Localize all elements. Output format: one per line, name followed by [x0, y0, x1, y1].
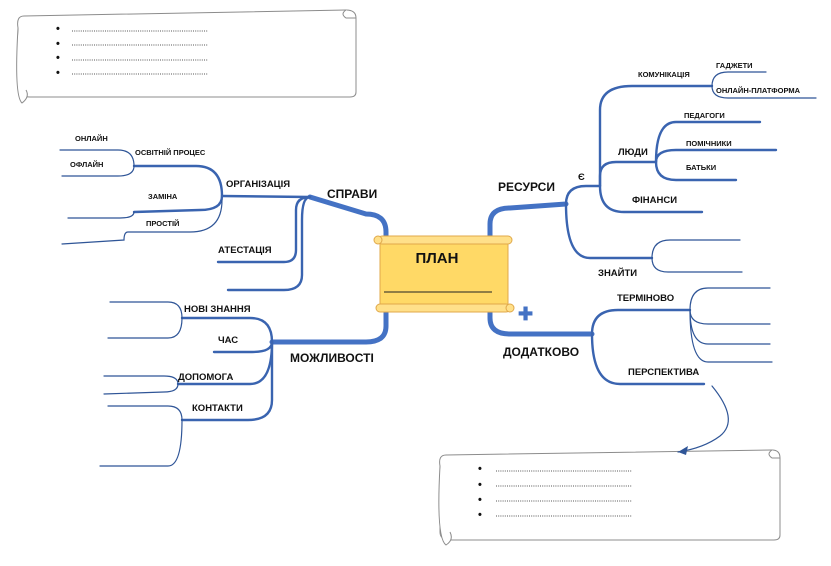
- label-osvitnii-proces: ОСВІТНІЙ ПРОЦЕС: [135, 148, 206, 157]
- line-osv-proces: [132, 164, 224, 198]
- center-node: ПЛАН: [373, 235, 515, 313]
- leaf-batky: [654, 160, 738, 182]
- line-empty: [226, 195, 312, 292]
- leaf-line: [107, 317, 183, 339]
- bullet: •: [56, 52, 60, 64]
- leaf-line: [711, 85, 817, 99]
- leaf-line: [109, 301, 183, 319]
- leaf-line: [711, 71, 767, 87]
- branch-spravy: [307, 194, 389, 243]
- line-komunikacia: [598, 84, 714, 188]
- leaf-line: [103, 375, 179, 385]
- bullet: •: [56, 38, 60, 50]
- label-chas: ЧАС: [218, 335, 238, 346]
- leaf-line: [103, 383, 179, 395]
- top-left-note: • • • •: [16, 9, 357, 104]
- branch-resursy: [487, 201, 569, 243]
- label-terminovo: ТЕРМІНОВО: [617, 293, 674, 304]
- label-kontakty: КОНТАКТИ: [192, 403, 243, 414]
- line-terminovo: [590, 308, 692, 336]
- line-perspektyva: [590, 332, 706, 386]
- bullet: •: [478, 509, 482, 521]
- bullet: •: [56, 67, 60, 79]
- label-atestacia: АТЕСТАЦІЯ: [218, 245, 272, 256]
- top-left-note-bullets: • • • •: [56, 23, 208, 79]
- line-atestacia: [216, 195, 312, 264]
- arrow-head-icon: [678, 446, 688, 455]
- line-organizacia: [220, 194, 312, 199]
- leaf-pomichnyky: [654, 148, 778, 164]
- line-znaity: [564, 202, 654, 260]
- bullet: •: [478, 479, 482, 491]
- branch-dodatkovo: [487, 307, 595, 337]
- leaf-line: [689, 309, 771, 345]
- leaf-line: [689, 287, 771, 311]
- label-znaity: ЗНАЙТИ: [598, 267, 637, 279]
- resursy-subtree: [564, 71, 817, 273]
- center-title: ПЛАН: [416, 250, 459, 267]
- label-pomichnyky: ПОМІЧНИКИ: [686, 139, 732, 148]
- leaf-line: [651, 239, 741, 259]
- label-komunikacia: КОМУНІКАЦІЯ: [638, 70, 690, 79]
- leaf-pedagogy: [654, 120, 762, 164]
- label-ludy: ЛЮДИ: [618, 147, 648, 158]
- label-finansy: ФІНАНСИ: [632, 195, 677, 206]
- line-ludy: [598, 160, 658, 188]
- label-onlain-platforma: ОНЛАЙН-ПЛАТФОРМА: [716, 86, 801, 95]
- label-gadzhety: ГАДЖЕТИ: [716, 61, 753, 70]
- mozhlyvosti-subtree: [99, 301, 274, 467]
- label-online: ОНЛАЙН: [75, 134, 108, 143]
- line-zamina-out: [67, 211, 135, 219]
- bottom-right-note-bullets: • • • •: [478, 463, 632, 521]
- label-pedagogy: ПЕДАГОГИ: [684, 111, 725, 120]
- line-prostii: [61, 199, 223, 245]
- spravy-subtree: [59, 149, 312, 292]
- leaf-line: [107, 405, 183, 421]
- line-finansy: [598, 184, 704, 214]
- leaf-line: [99, 419, 183, 467]
- dodatkovo-subtree: [590, 287, 773, 455]
- leaf-line: [651, 257, 743, 273]
- label-organizacia: ОРГАНІЗАЦІЯ: [226, 179, 290, 190]
- label-offline: ОФЛАЙН: [70, 160, 103, 169]
- label-batky: БАТЬКИ: [686, 163, 716, 172]
- main-branches: [269, 194, 595, 345]
- line-offline: [61, 165, 135, 177]
- bullet: •: [478, 463, 482, 475]
- label-resursy: РЕСУРСИ: [498, 180, 555, 194]
- line-zamina: [132, 194, 224, 214]
- label-dopomoga: ДОПОМОГА: [178, 372, 233, 383]
- label-zamina: ЗАМІНА: [148, 192, 178, 201]
- label-spravy: СПРАВИ: [327, 187, 377, 201]
- plus-icon: ✚: [518, 304, 533, 324]
- line-res-up: [564, 184, 602, 206]
- bullet: •: [478, 494, 482, 506]
- label-mozhlyvosti: МОЖЛИВОСТІ: [290, 351, 374, 365]
- label-novi-znannia: НОВІ ЗНАННЯ: [184, 304, 251, 315]
- line-online: [59, 149, 135, 167]
- leaf-line: [689, 309, 771, 325]
- label-perspektyva: ПЕРСПЕКТИВА: [628, 367, 699, 378]
- label-prostii: ПРОСТІЙ: [146, 219, 179, 228]
- leaf-line: [689, 309, 773, 363]
- line-novi-znannia: [180, 316, 274, 344]
- line-kontakty: [180, 340, 274, 422]
- label-ie: Є: [578, 172, 585, 183]
- branch-mozhlyvosti: [269, 307, 389, 345]
- bottom-right-note: • • • •: [438, 449, 781, 546]
- label-dodatkovo: ДОДАТКОВО: [503, 345, 579, 359]
- bullet: •: [56, 23, 60, 35]
- arrow-to-note: [677, 385, 729, 453]
